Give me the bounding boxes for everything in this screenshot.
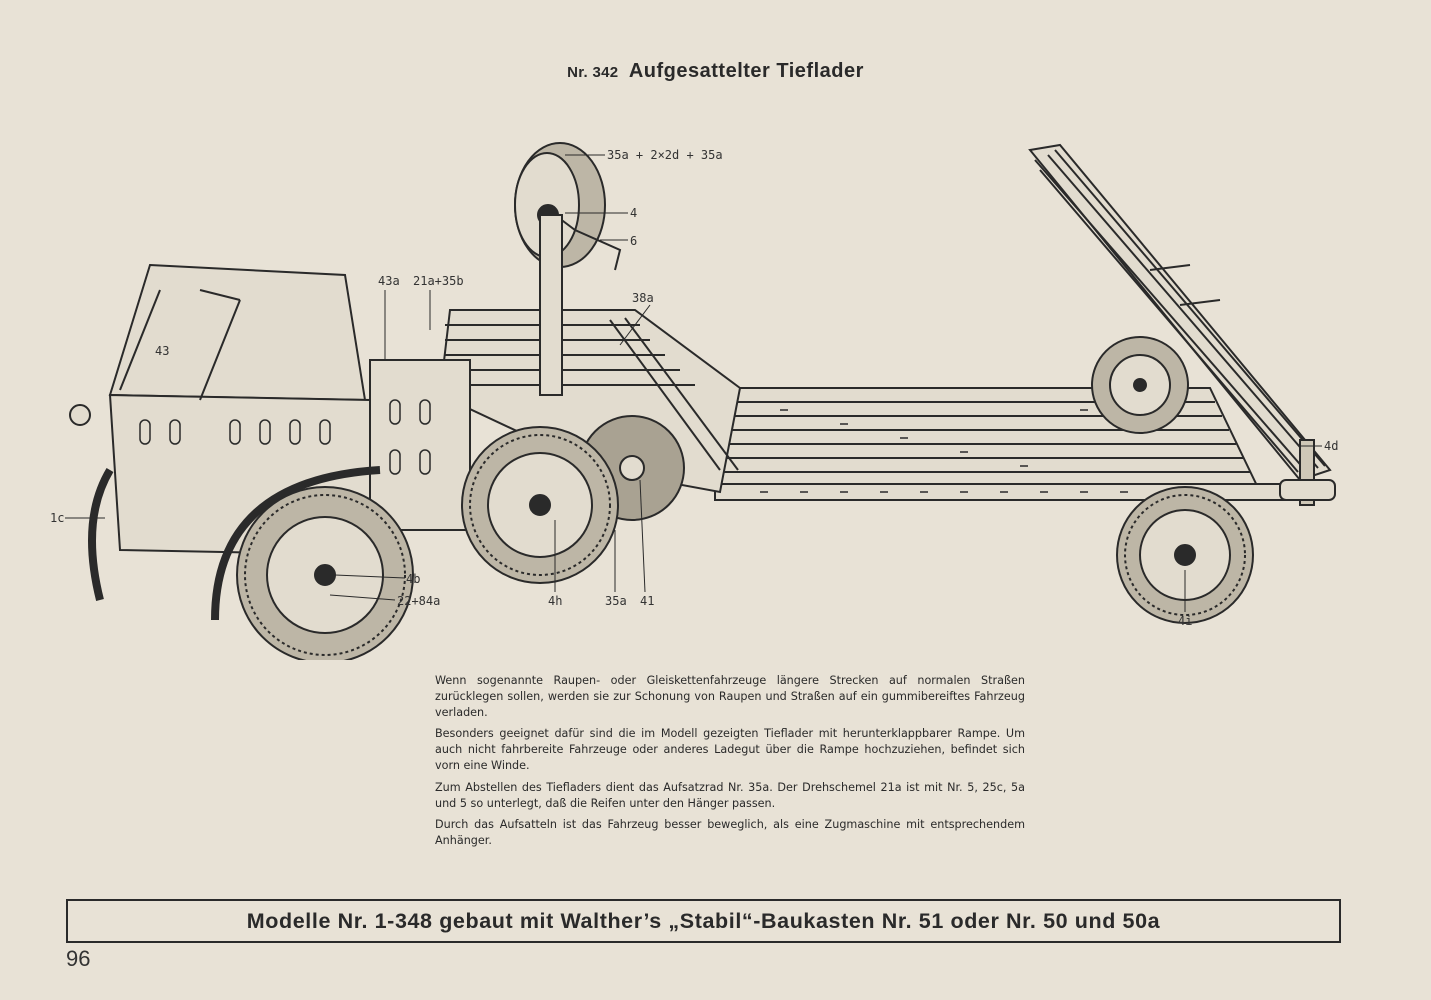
label-support: 41 <box>640 594 654 608</box>
label-turntable: 21a+35b <box>413 274 464 288</box>
paragraph: Durch das Aufsatteln ist das Fahrzeug be… <box>435 818 1025 848</box>
winch <box>514 142 622 396</box>
label-drum: 35a + 2×2d + 35a <box>607 148 723 162</box>
deck-holes <box>760 409 1148 493</box>
part-labels: 35a + 2×2d + 35a 4 6 43a 21a+35b 38a 43 … <box>50 148 1338 628</box>
label-rear-axle: 4h <box>548 594 562 608</box>
banner-text: Modelle Nr. 1-348 gebaut mit Walther’s „… <box>246 908 1161 933</box>
model-title: Nr. 342 Aufgesattelter Tieflader <box>0 60 1431 83</box>
paragraph: Besonders geeignet dafür sind die im Mod… <box>435 727 1025 772</box>
trailer-deck <box>714 387 1286 501</box>
loading-ramp <box>1028 143 1336 506</box>
label-trailer-axle: 4i <box>1178 614 1192 628</box>
paragraph: Zum Abstellen des Tiefladers dient das A… <box>435 780 1025 810</box>
label-crank-nut: 4 <box>630 206 637 220</box>
label-mudguard: 1c <box>50 511 64 525</box>
footer-banner: Modelle Nr. 1-348 gebaut mit Walther’s „… <box>66 899 1341 943</box>
paragraph: Wenn sogenannte Raupen- oder Gleisketten… <box>435 674 1025 719</box>
page-number: 96 <box>66 946 91 971</box>
model-drawing: 35a + 2×2d + 35a 4 6 43a 21a+35b 38a 43 … <box>50 142 1338 660</box>
label-front-wheel: 22+84a <box>397 594 440 608</box>
description-text: Wenn sogenannte Raupen- oder Gleisketten… <box>435 673 1025 855</box>
truck-rear-wheel <box>461 426 619 584</box>
label-cab-side: 43 <box>155 344 169 358</box>
label-ramp-hinge: 4d <box>1324 439 1338 453</box>
front-mudguard <box>88 467 114 601</box>
label-front-axle: 4b <box>406 572 420 586</box>
label-upright: 43a <box>378 274 400 288</box>
label-support-wheel: 35a <box>605 594 627 608</box>
trailer-rear-wheel-far <box>1091 336 1189 434</box>
model-name: Aufgesattelter Tieflader <box>628 60 864 82</box>
model-number: Nr. 342 <box>567 64 619 81</box>
truck-front-wheel <box>211 466 414 660</box>
label-crank: 6 <box>630 234 637 248</box>
label-bracket: 38a <box>632 291 654 305</box>
trailer-rear-wheel-near <box>1116 486 1254 624</box>
